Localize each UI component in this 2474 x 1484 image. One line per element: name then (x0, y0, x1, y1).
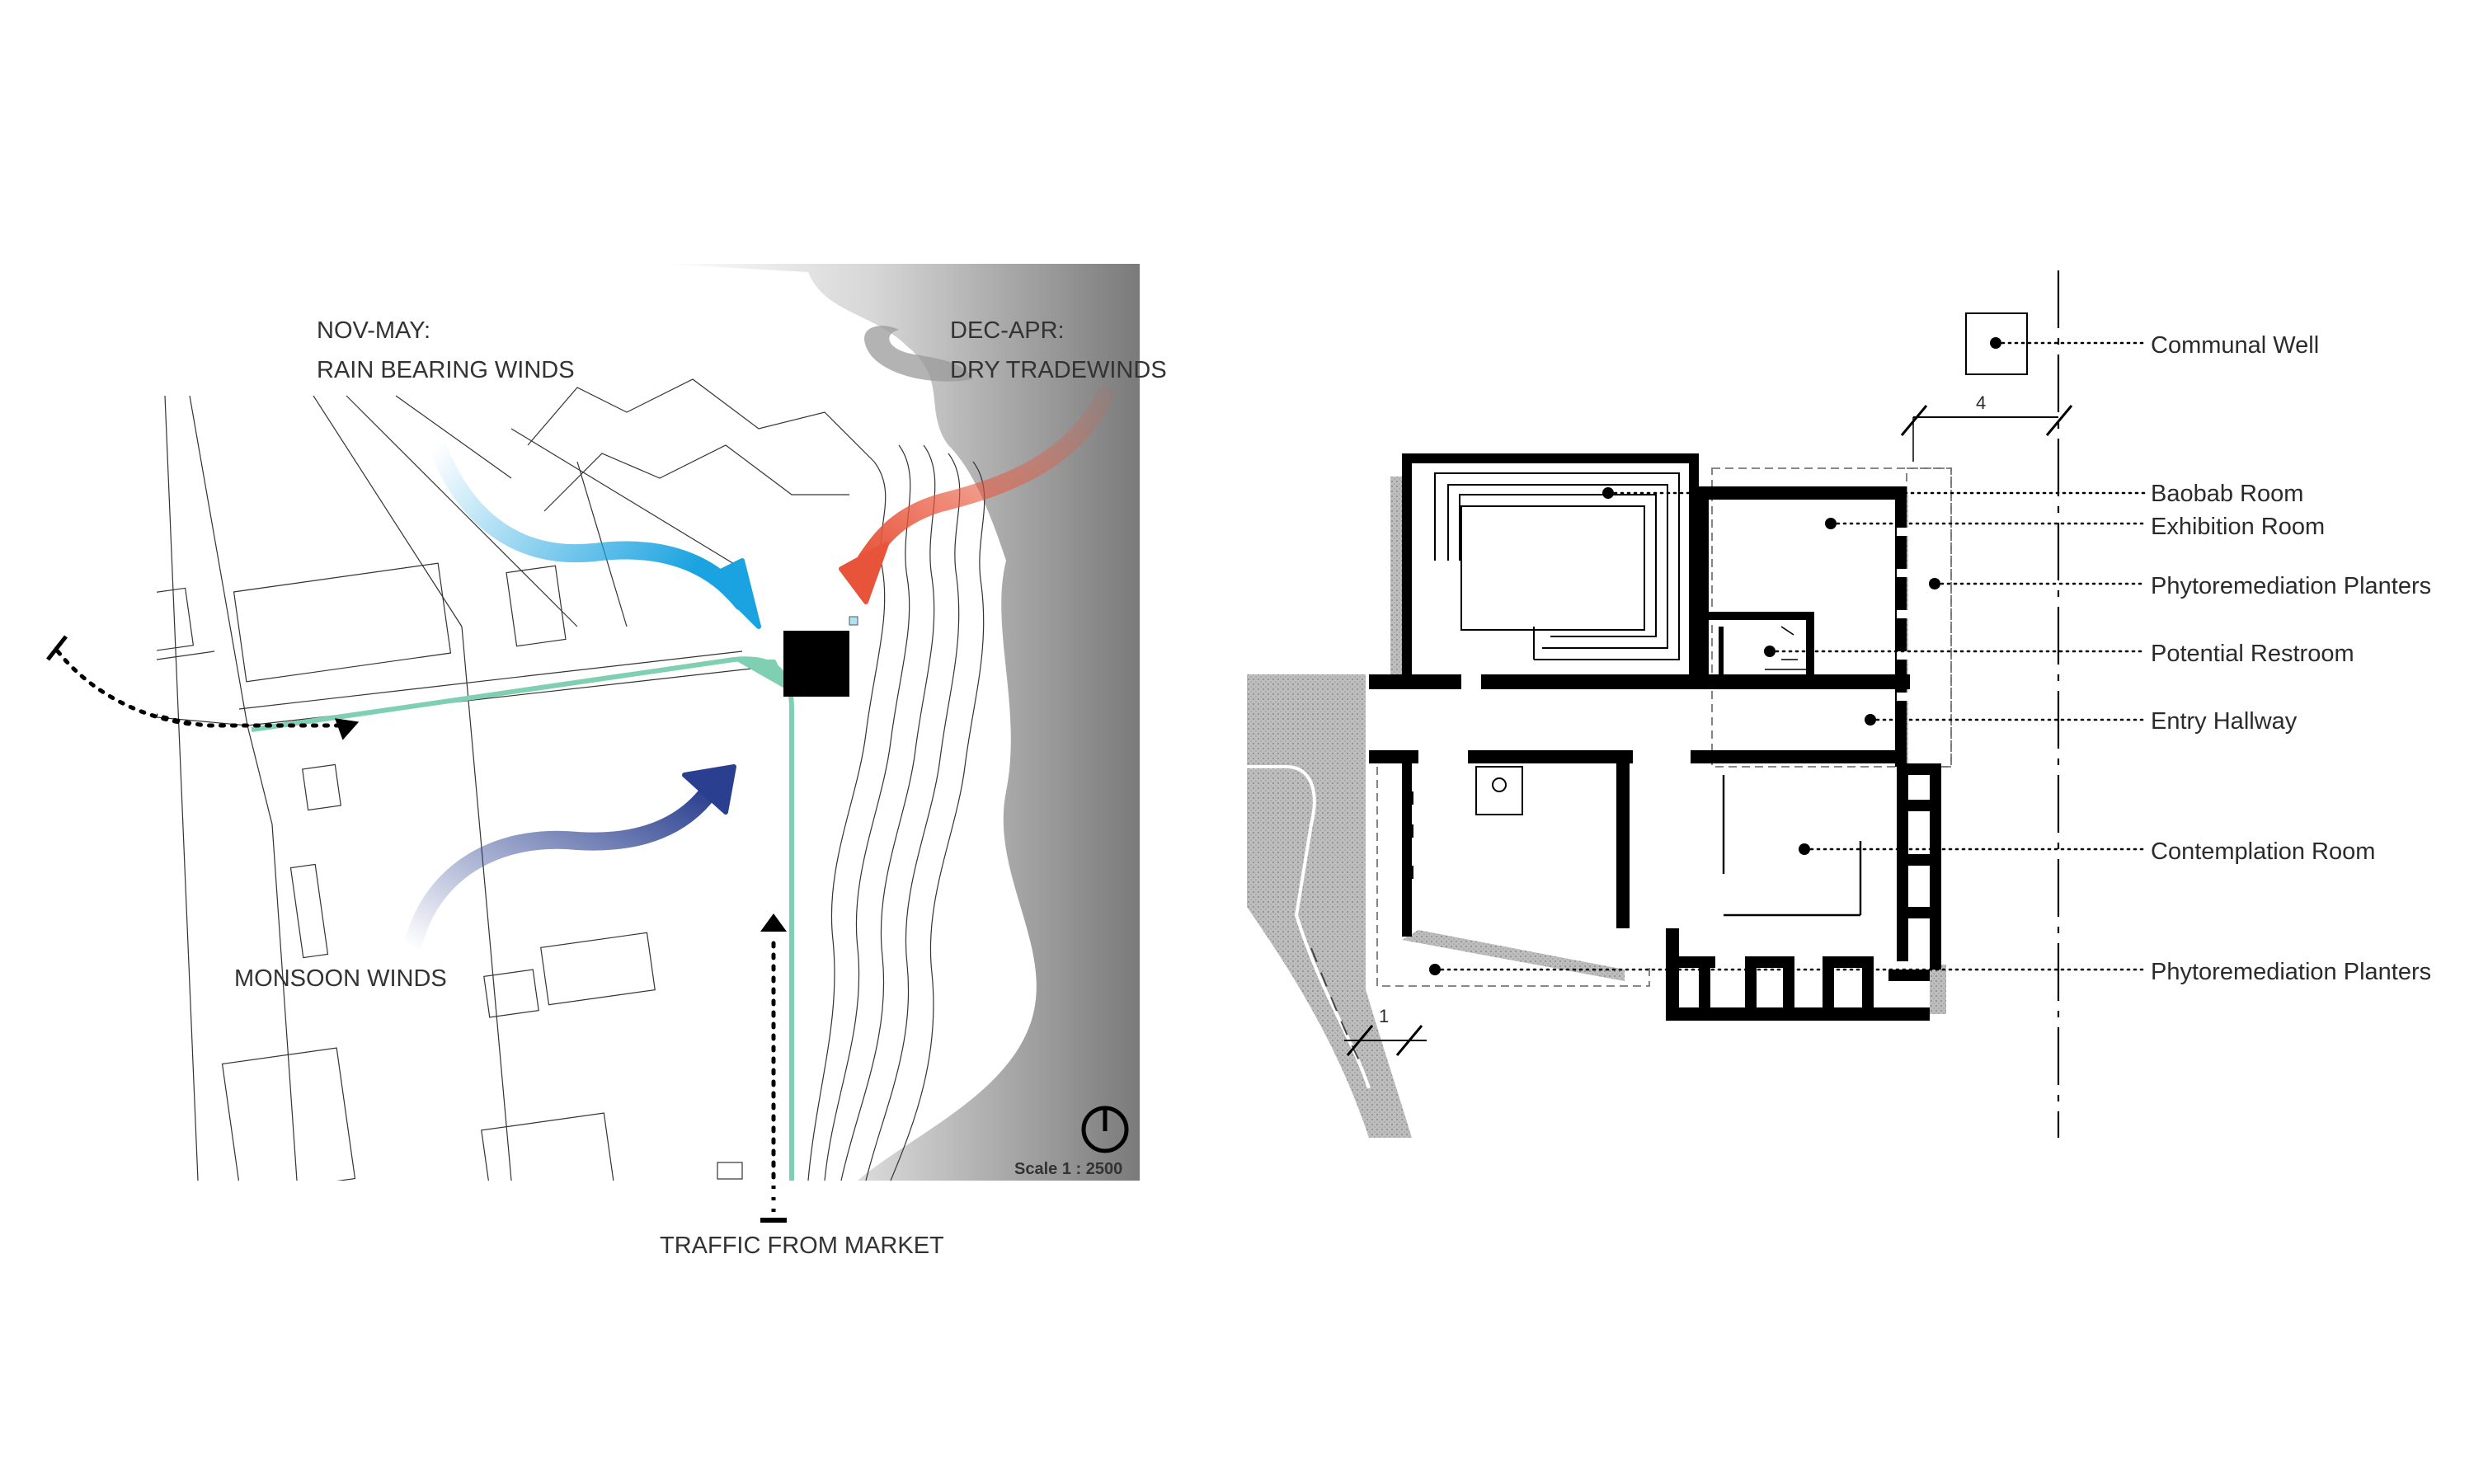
dry-winds-label-2: DRY TRADEWINDS (950, 357, 1167, 383)
restroom-fixtures (1765, 626, 1806, 670)
callout-communal-well: Communal Well (2151, 332, 2319, 359)
callout-dots (1429, 337, 2001, 975)
rain-winds-label-1: NOV-MAY: (317, 317, 430, 344)
monsoon-winds-arrow (403, 782, 718, 957)
dimension-bottom: 1 (1379, 1006, 1389, 1026)
communal-well (1965, 312, 2028, 375)
traffic-arrow-icon (760, 913, 787, 932)
rain-winds-arrow (428, 436, 751, 611)
callout-entry-hallway: Entry Hallway (2151, 708, 2298, 735)
rain-winds-label-2: RAIN BEARING WINDS (317, 357, 575, 383)
walls (1369, 453, 1941, 1021)
building-footprint (783, 631, 849, 697)
ground-hatch (1247, 674, 1412, 1138)
dry-winds-label-1: DEC-APR: (950, 317, 1065, 344)
contemplation-lines (1722, 775, 1862, 917)
parcel-lines (157, 395, 793, 1181)
baobab-seating (1434, 472, 1680, 660)
wave-curl (864, 326, 973, 382)
floor-plan: 4 1 (1247, 270, 2431, 1138)
sink-fixture (1475, 766, 1523, 815)
callout-leaders (1433, 341, 2146, 971)
callout-planters-bottom: Phytoremediation Planters (2151, 959, 2431, 985)
dashed-outlines (1376, 467, 1952, 987)
callout-baobab-room: Baobab Room (2151, 481, 2303, 507)
traffic-label: TRAFFIC FROM MARKET (660, 1233, 944, 1259)
callout-exhibition-room: Exhibition Room (2151, 514, 2325, 540)
callout-potential-restroom: Potential Restroom (2151, 641, 2354, 667)
dimension-top: 4 (1976, 392, 1986, 413)
contour-lines (527, 378, 985, 1181)
callout-planters-top: Phytoremediation Planters (2151, 573, 2431, 599)
sea-area (660, 264, 1140, 1181)
site-plan: NOV-MAY: RAIN BEARING WINDS DEC-APR: DRY… (46, 264, 1167, 1259)
callout-contemplation-room: Contemplation Room (2151, 838, 2375, 865)
monsoon-label: MONSOON WINDS (234, 965, 447, 992)
scale-label: Scale 1 : 2500 (1014, 1160, 1122, 1178)
pedestrian-path (251, 656, 794, 1181)
north-arrow-icon (1081, 1106, 1129, 1153)
dry-winds-arrow (857, 387, 1114, 570)
